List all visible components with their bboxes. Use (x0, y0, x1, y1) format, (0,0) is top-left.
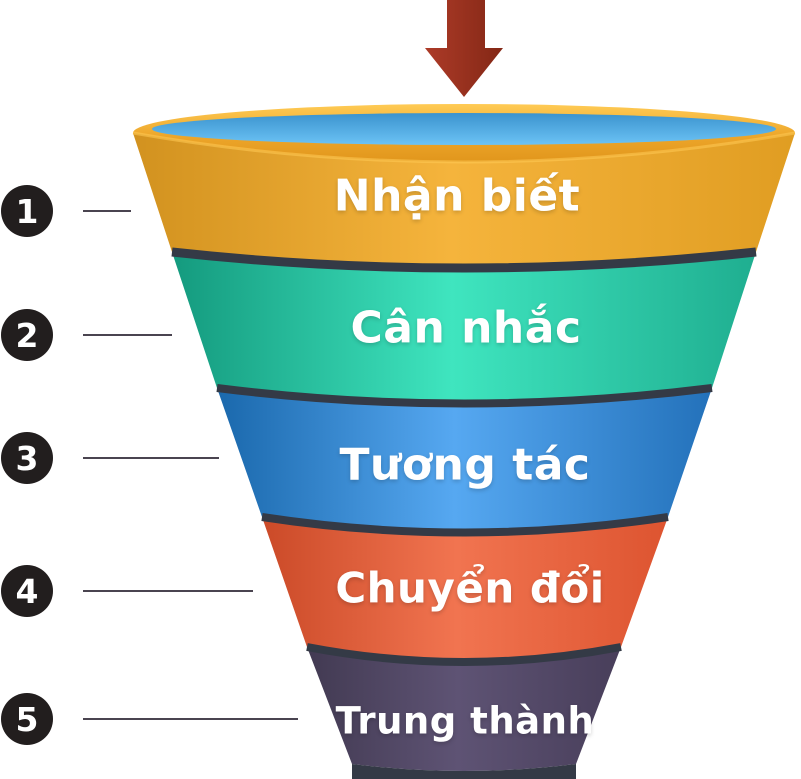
funnel-stage-1-shape (133, 133, 795, 268)
stage-4-label: Chuyển đổi (335, 563, 605, 613)
stage-2-leader-line (83, 334, 172, 336)
stage-3-label: Tương tác (339, 439, 591, 491)
stage-2-number-badge: 2 (1, 309, 53, 361)
funnel-stage-4-shape (262, 517, 668, 662)
stage-1-number-badge: 1 (1, 185, 53, 237)
stage-5-leader-line (83, 718, 298, 720)
stage-4-number-badge: 4 (1, 565, 53, 617)
funnel-separator-3 (261, 513, 669, 537)
funnel-stage-3-shape (217, 388, 712, 533)
stage-2-label: Cân nhắc (350, 302, 582, 354)
stage-4-leader-line (83, 590, 253, 592)
stage-5-number-badge: 5 (1, 693, 53, 745)
down-arrow-icon (425, 0, 503, 97)
stage-1-label: Nhận biết (333, 170, 581, 222)
stage-3-leader-line (83, 457, 219, 459)
stage-3-number-badge: 3 (1, 432, 53, 484)
funnel-separator-2 (216, 384, 713, 408)
funnel-opening (152, 113, 776, 145)
funnel-stage-2-shape (172, 252, 756, 404)
stage-5-label: Trung thành (335, 699, 595, 743)
funnel-bottom-edge (352, 764, 576, 779)
stage-1-leader-line (83, 210, 131, 212)
funnel-separator-1 (171, 247, 757, 273)
funnel-rim-lip-highlight (132, 131, 796, 164)
funnel-stage-5-shape (307, 647, 621, 771)
funnel-separator-4 (306, 643, 622, 666)
